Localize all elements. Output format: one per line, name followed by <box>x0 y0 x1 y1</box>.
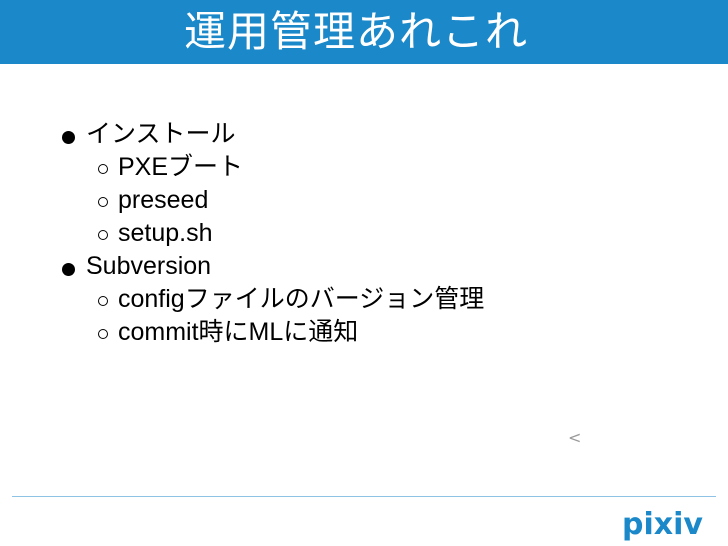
stray-glyph: < <box>568 428 582 447</box>
list-item-text: preseed <box>118 186 209 214</box>
bullet-circle-icon <box>98 230 108 240</box>
bullet-circle-icon <box>98 164 108 174</box>
logo-text: pixiv <box>622 507 703 542</box>
bullet-dot-icon <box>62 131 75 144</box>
list-item-text: setup.sh <box>118 219 213 247</box>
list-item-text: commit時にMLに通知 <box>118 318 359 346</box>
list-item-text: PXEブート <box>118 153 244 181</box>
list-item-text: インストール <box>86 120 236 148</box>
pixiv-logo-icon: pixiv <box>622 507 703 542</box>
list-item: commit時にMLに通知 <box>58 316 484 349</box>
bullet-circle-icon <box>98 197 108 207</box>
slide-title: 運用管理あれこれ <box>184 7 529 56</box>
bullet-circle-icon <box>98 329 108 339</box>
list-item-text: Subversion <box>86 252 212 280</box>
list-item: インストール <box>58 118 484 151</box>
list-item: PXEブート <box>58 151 484 184</box>
bullet-list: インストール PXEブート preseed setup.sh Subversio… <box>58 118 484 349</box>
bullet-circle-icon <box>98 296 108 306</box>
footer-divider <box>12 496 716 497</box>
list-item: setup.sh <box>58 217 484 250</box>
list-item: preseed <box>58 184 484 217</box>
list-item: Subversion <box>58 250 484 283</box>
title-bar: 運用管理あれこれ <box>0 0 728 64</box>
list-item: configファイルのバージョン管理 <box>58 283 484 316</box>
list-item-text: configファイルのバージョン管理 <box>118 285 485 313</box>
bullet-dot-icon <box>62 263 75 276</box>
